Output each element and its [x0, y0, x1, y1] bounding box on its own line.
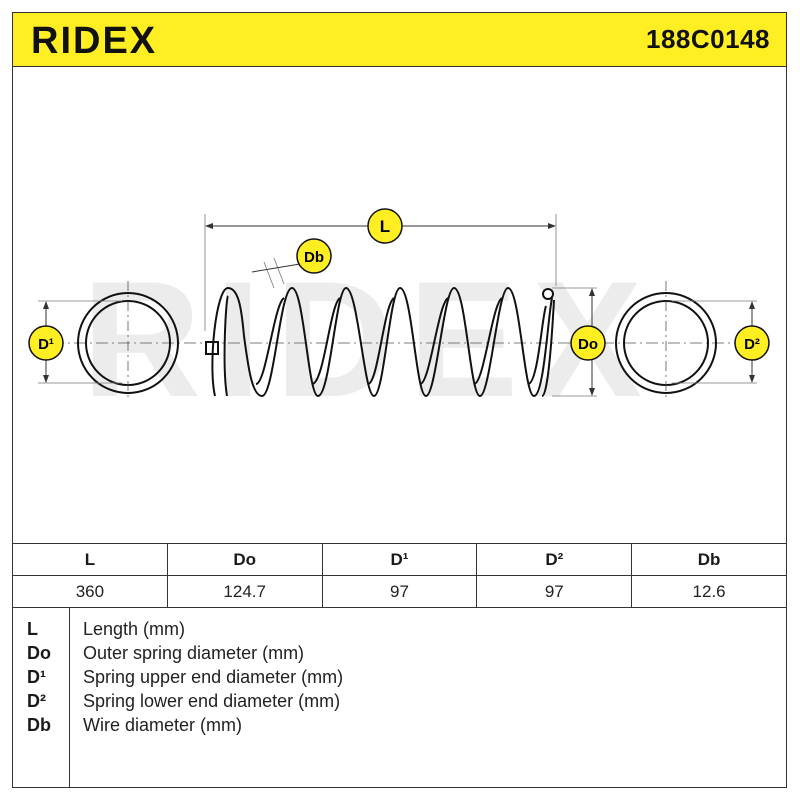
legend-key: D²	[27, 691, 46, 711]
label-badge-upper-end: D¹	[28, 325, 64, 361]
legend-description: Length (mm)	[83, 619, 186, 639]
label-badge-length: L	[367, 208, 403, 244]
svg-text:Db: Db	[304, 249, 324, 266]
legend-panel: L Length (mm) Do Outer spring diameter (…	[12, 607, 787, 788]
spec-header-cell: D¹	[321, 543, 478, 576]
label-badge-lower-end: D²	[734, 325, 770, 361]
part-number: 188C0148	[646, 24, 770, 54]
legend-key: L	[27, 619, 38, 639]
spec-header-cell: L	[12, 543, 168, 576]
legend-key: Db	[27, 715, 51, 735]
upper-end-view	[77, 281, 179, 401]
spec-header-row: L Do D¹ D² Db	[12, 543, 787, 576]
spec-value-cell: 97	[321, 575, 478, 608]
spec-value-cell: 124.7	[166, 575, 323, 608]
ridex-logo: RIDEX	[31, 21, 157, 59]
lower-end-view	[615, 281, 717, 401]
legend-key: Do	[27, 643, 51, 663]
spring-side-view	[205, 286, 555, 398]
spec-value-cell: 97	[476, 575, 633, 608]
spec-header-cell: Do	[166, 543, 323, 576]
spec-value-cell: 12.6	[631, 575, 787, 608]
label-badge-wire: Db	[296, 238, 332, 274]
label-badge-outer: Do	[570, 325, 606, 361]
spec-header-cell: D²	[476, 543, 633, 576]
legend-description: Spring upper end diameter (mm)	[83, 667, 344, 687]
legend-key: D¹	[27, 667, 46, 687]
header-bar: RIDEX 188C0148	[12, 12, 787, 67]
legend-description: Wire diameter (mm)	[83, 715, 243, 735]
spec-value-cell: 360	[12, 575, 168, 608]
watermark-text: RIDEX	[82, 247, 656, 431]
svg-text:D²: D²	[744, 336, 760, 353]
svg-text:L: L	[380, 217, 390, 236]
svg-text:D¹: D¹	[38, 336, 54, 353]
legend-divider	[69, 607, 70, 787]
legend-description: Spring lower end diameter (mm)	[83, 691, 341, 711]
spec-header-cell: Db	[631, 543, 787, 576]
logo-text: RIDEX	[31, 21, 157, 59]
legend-description: Outer spring diameter (mm)	[83, 643, 305, 663]
svg-text:Do: Do	[578, 336, 598, 353]
spring-drawing: RIDEX	[28, 208, 770, 431]
spec-value-row: 360 124.7 97 97 12.6	[12, 575, 787, 608]
spec-table: L Do D¹ D² Db 360 124.7 97 97 12.6	[12, 543, 787, 608]
